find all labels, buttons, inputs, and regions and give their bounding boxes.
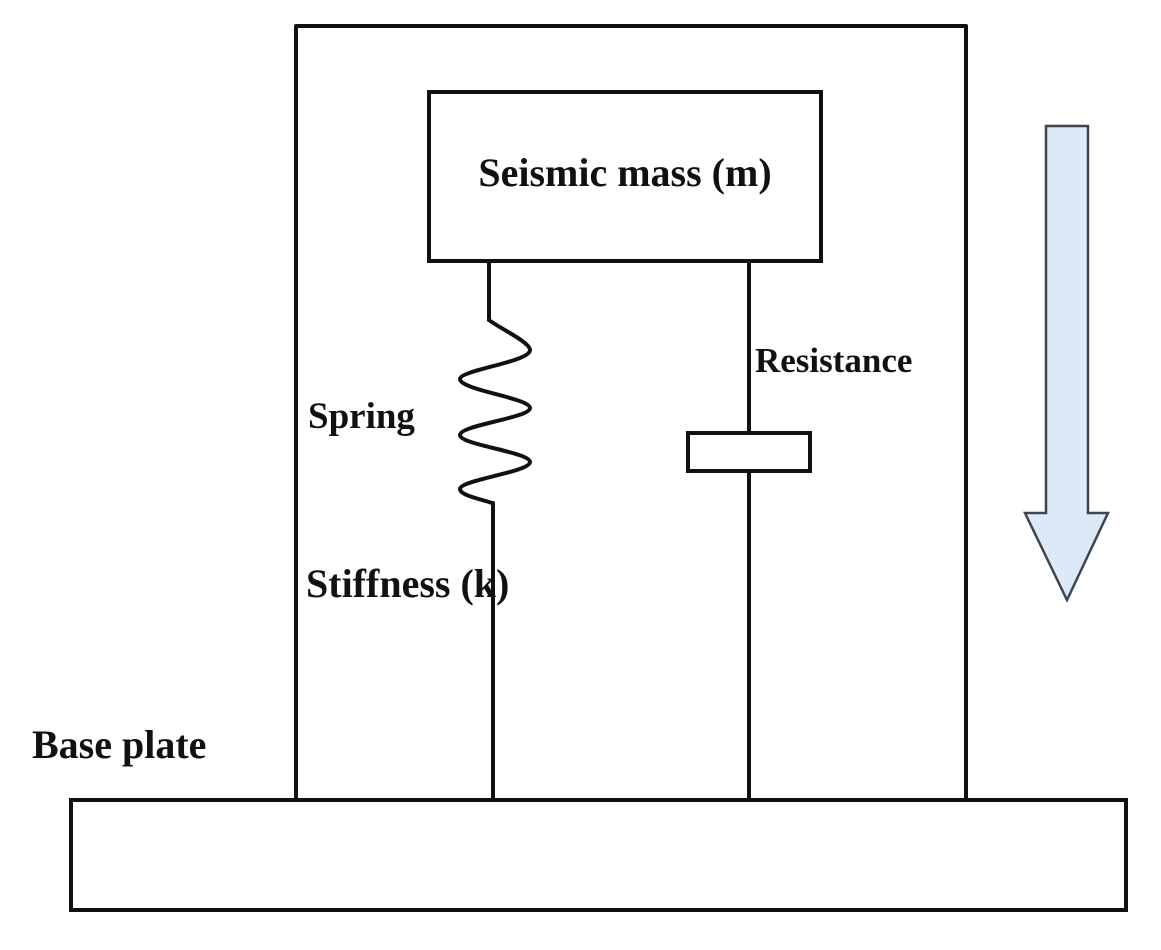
down-arrow-icon	[1023, 124, 1110, 603]
base-plate	[69, 798, 1128, 912]
seismic-mass-label: Seismic mass (m)	[478, 150, 771, 195]
spring-coil	[458, 318, 532, 505]
seismic-mass-box	[427, 90, 823, 263]
housing-frame	[294, 24, 968, 802]
resistance-label: Resistance	[755, 341, 912, 380]
spring-label: Spring	[308, 396, 415, 437]
stiffness-label: Stiffness (k)	[306, 561, 509, 606]
damper-block	[686, 431, 812, 473]
base-plate-label: Base plate	[32, 722, 206, 767]
